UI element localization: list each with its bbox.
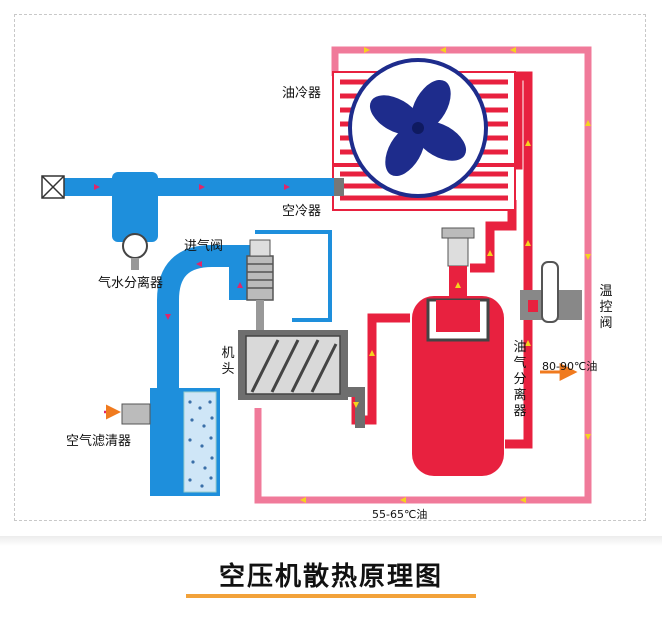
intake-valve xyxy=(246,239,274,330)
label-air-filter: 空气滤清器 xyxy=(66,434,132,449)
air-filter xyxy=(104,388,220,496)
label-hot-oil: 80-90℃油 xyxy=(542,360,598,373)
label-intake-valve: 进气阀 xyxy=(184,239,224,254)
air-flow-arrows xyxy=(94,184,290,320)
air-end xyxy=(238,330,365,428)
flow-arrows xyxy=(300,47,591,503)
title-underline xyxy=(186,594,476,598)
label-oil-gas-separator: 油气分离器 xyxy=(513,340,527,419)
label-air-cooler: 空冷器 xyxy=(282,204,322,219)
label-water-separator: 气水分离器 xyxy=(98,276,164,291)
label-air-end: 机头 xyxy=(221,346,235,377)
fan-icon xyxy=(348,58,488,198)
title-divider xyxy=(0,536,662,546)
oil-gas-separator xyxy=(412,227,504,476)
label-cool-oil: 55-65℃油 xyxy=(372,508,428,521)
cool-oil-loop xyxy=(254,46,592,504)
label-oil-cooler: 油冷器 xyxy=(282,86,322,101)
label-thermo-valve: 温控阀 xyxy=(599,284,613,331)
diagram-title: 空压机散热原理图 xyxy=(218,562,443,592)
thermo-valve xyxy=(520,261,582,381)
